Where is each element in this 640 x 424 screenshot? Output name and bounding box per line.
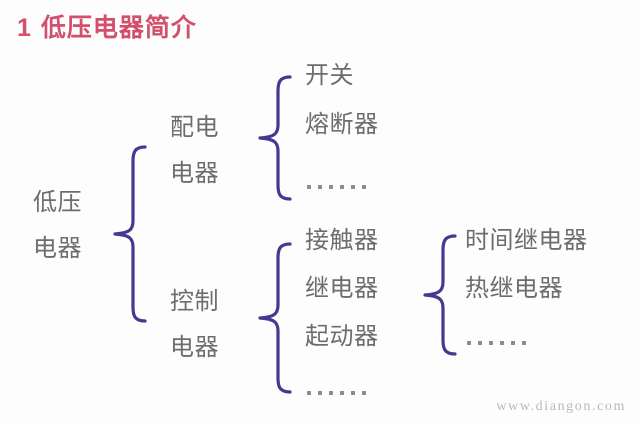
node-control-line-2: 电器	[170, 334, 219, 362]
node-distribution-line-1: 配电	[170, 114, 219, 141]
node-control-apparatus: 控制 电器	[170, 279, 219, 371]
page-title-text: 低压电器简介	[40, 14, 197, 42]
node-root-low-voltage-apparatus: 低压 电器	[33, 180, 82, 272]
ellipsis-distribution-items	[307, 185, 366, 189]
node-control-line-1: 控制	[170, 288, 219, 315]
node-contactor: 接触器	[305, 227, 379, 254]
site-watermark: www.diangon.com	[496, 399, 626, 414]
node-distribution-apparatus: 配电 电器	[170, 105, 219, 197]
brace-distribution-to-items	[258, 75, 292, 201]
page-title: 1 低压电器简介	[17, 13, 197, 44]
node-time-relay: 时间继电器	[465, 227, 588, 254]
node-root-line-2: 电器	[33, 235, 82, 263]
node-thermal-relay: 热继电器	[465, 275, 563, 302]
ellipsis-control-items	[307, 391, 366, 395]
node-fuse: 熔断器	[305, 111, 379, 138]
node-starter: 起动器	[305, 323, 379, 350]
brace-control-to-items	[258, 242, 292, 394]
node-switch: 开关	[305, 62, 354, 89]
node-distribution-line-2: 电器	[170, 160, 219, 188]
node-root-line-1: 低压	[33, 189, 82, 216]
ellipsis-relay-items	[467, 341, 526, 345]
brace-root-to-level2	[113, 145, 147, 323]
page-title-number: 1	[17, 14, 32, 42]
node-relay: 继电器	[305, 275, 379, 302]
brace-relay-to-items	[423, 234, 457, 356]
